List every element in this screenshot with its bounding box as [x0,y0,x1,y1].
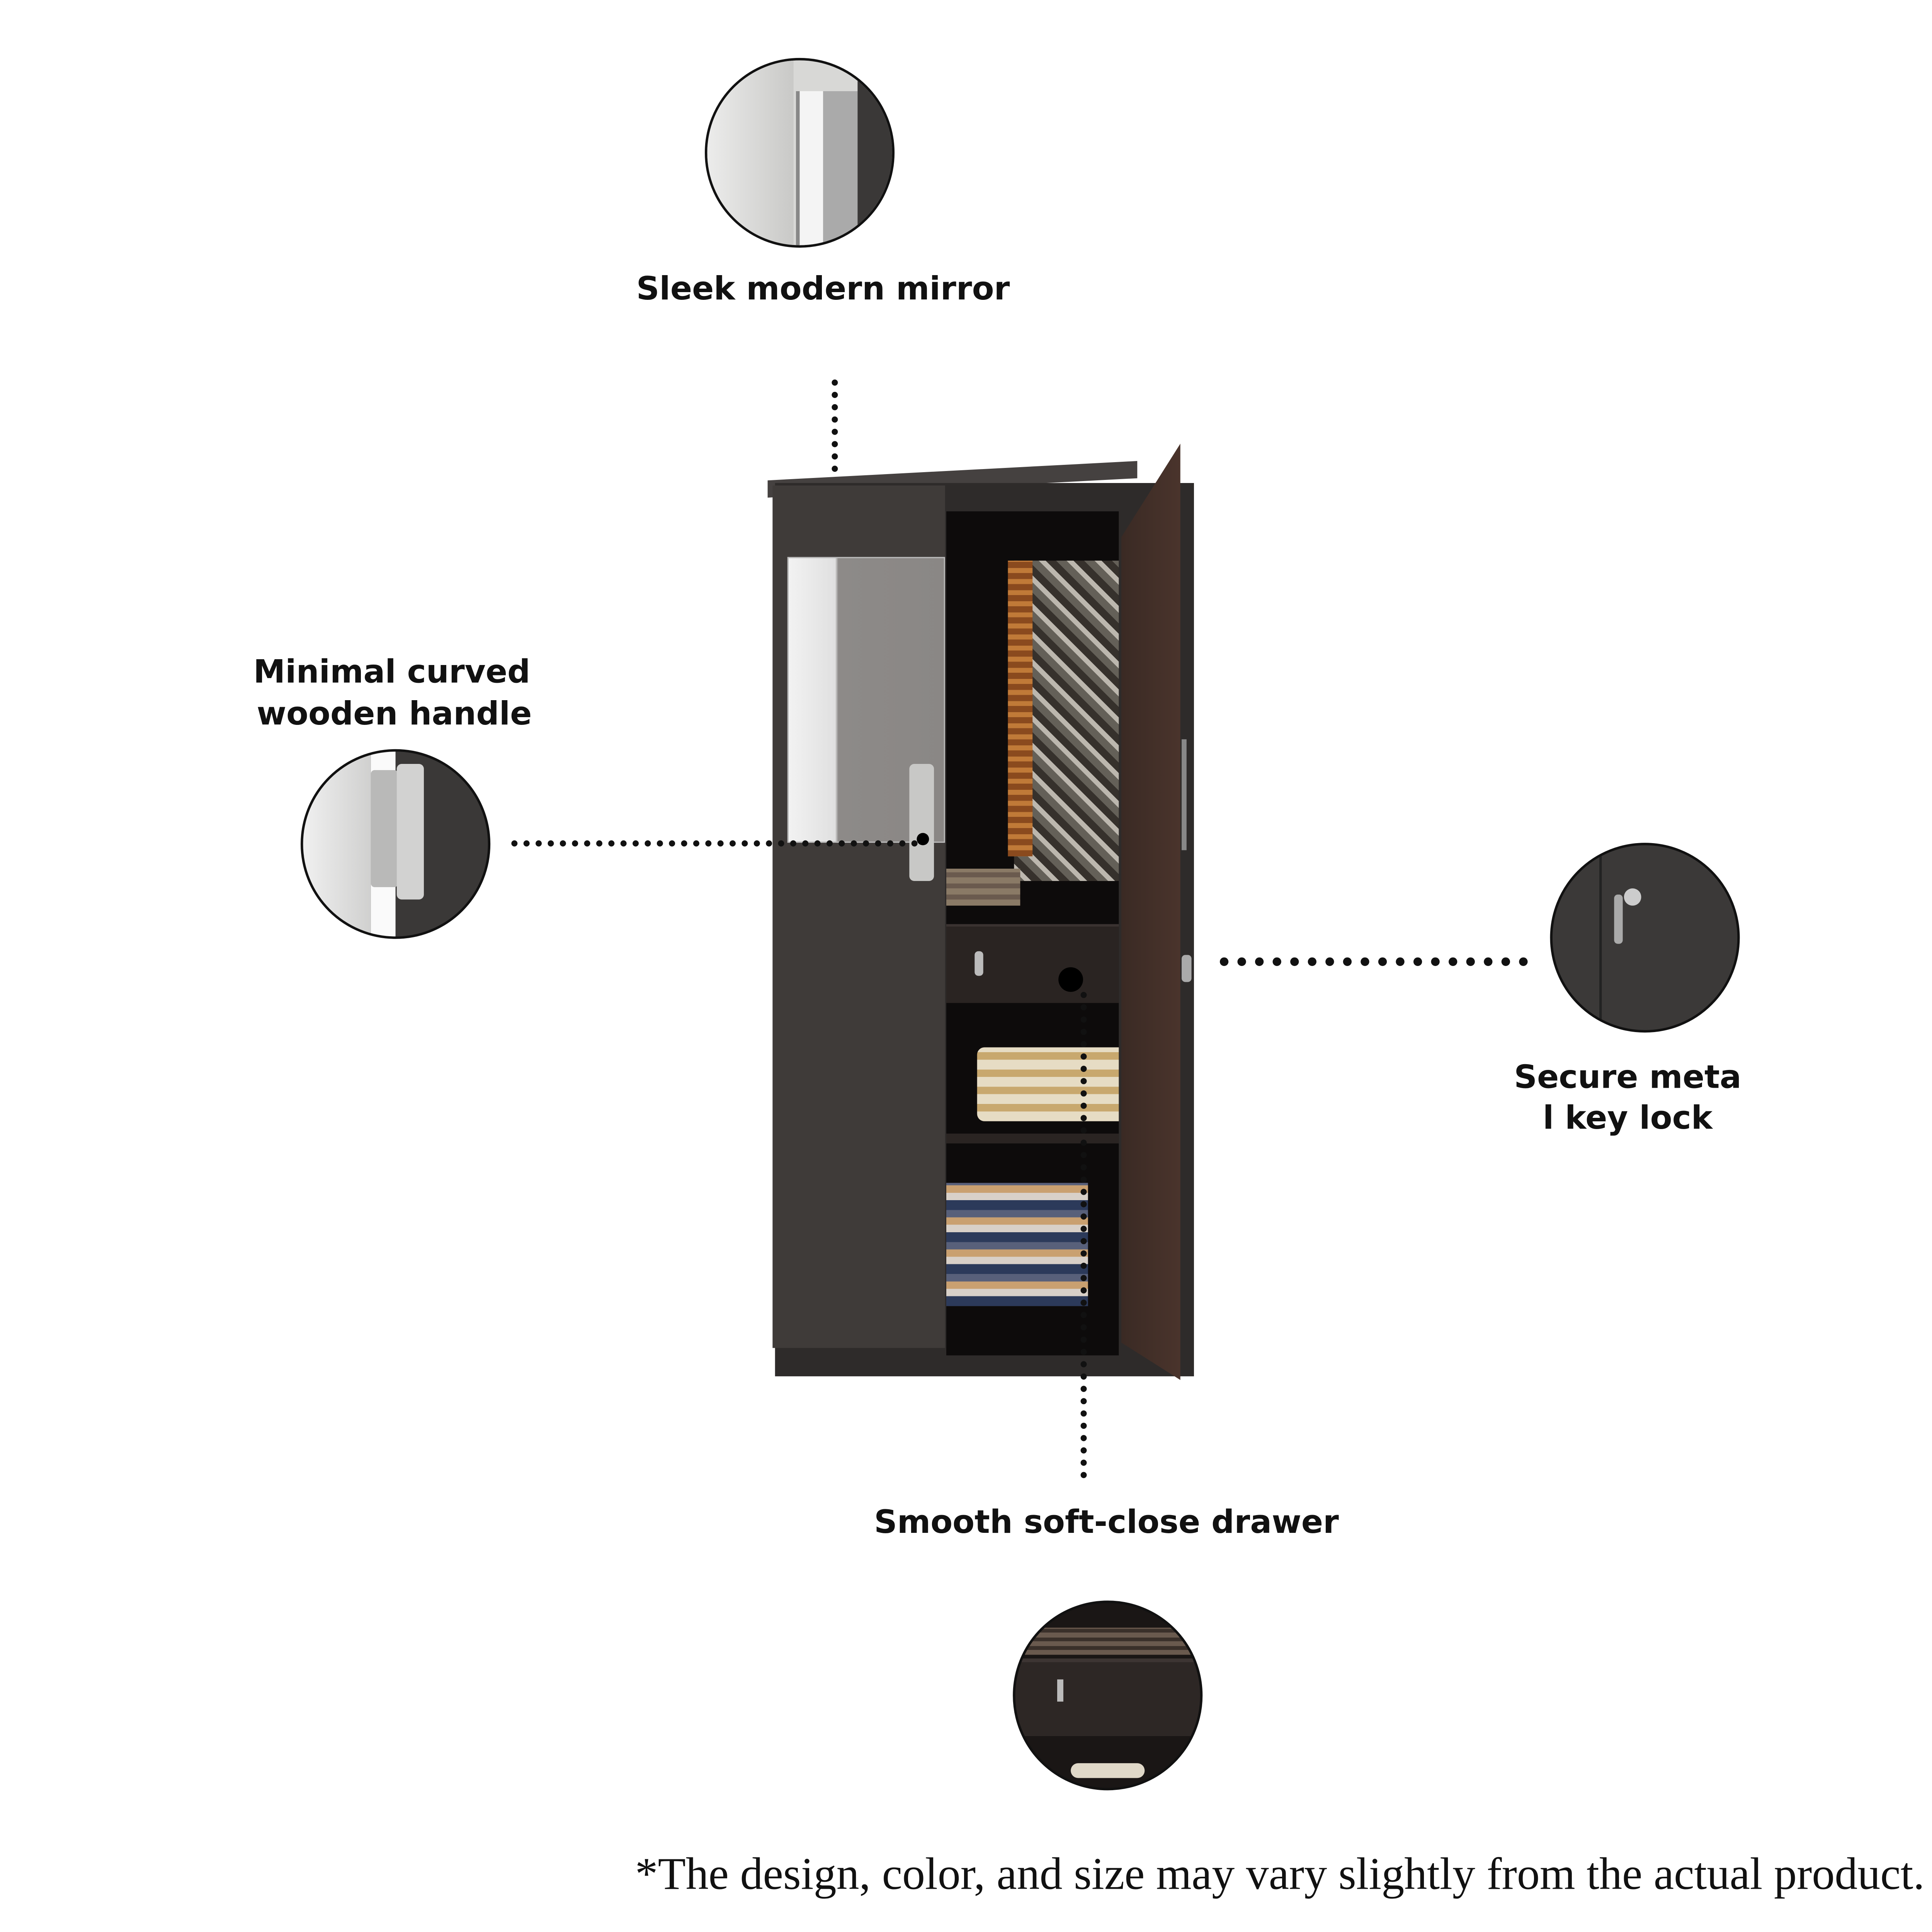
side-lock [1182,955,1192,982]
drawer-feature-label: Smooth soft-close drawer [874,1504,1339,1542]
handle-pointer-line [511,840,918,847]
lock-feature-label-line1: Secure meta [1514,1060,1742,1097]
wardrobe-image [767,443,1218,1380]
drawer-pointer-dot [1058,967,1083,992]
mirror-detail-image [704,58,895,248]
side-handle [1182,739,1187,850]
folded-clothes-bottom [946,1183,1088,1306]
lock-pointer-line [1219,957,1528,966]
handle-pointer-dot [917,833,929,845]
disclaimer-text: *The design, color, and size may vary sl… [635,1849,1925,1900]
drawer-pointer-line [1080,992,1087,1479]
lock-detail-image [1550,843,1740,1033]
mirror-feature-label: Sleek modern mirror [636,271,1010,308]
handle-detail-image [301,749,491,939]
folded-clothes-middle [977,1047,1119,1121]
handle-feature-label-line2: wooden handle [257,696,532,733]
drawer-detail-image [1013,1600,1203,1791]
lock-feature-label-line2: l key lock [1543,1100,1713,1138]
drawer [946,924,1119,1003]
right-door-open [1121,443,1180,1380]
door-handle [909,764,934,881]
drawer-lock [975,951,983,976]
folded-clothes-top [946,869,1020,906]
handle-feature-label-line1: Minimal curved [253,654,531,691]
